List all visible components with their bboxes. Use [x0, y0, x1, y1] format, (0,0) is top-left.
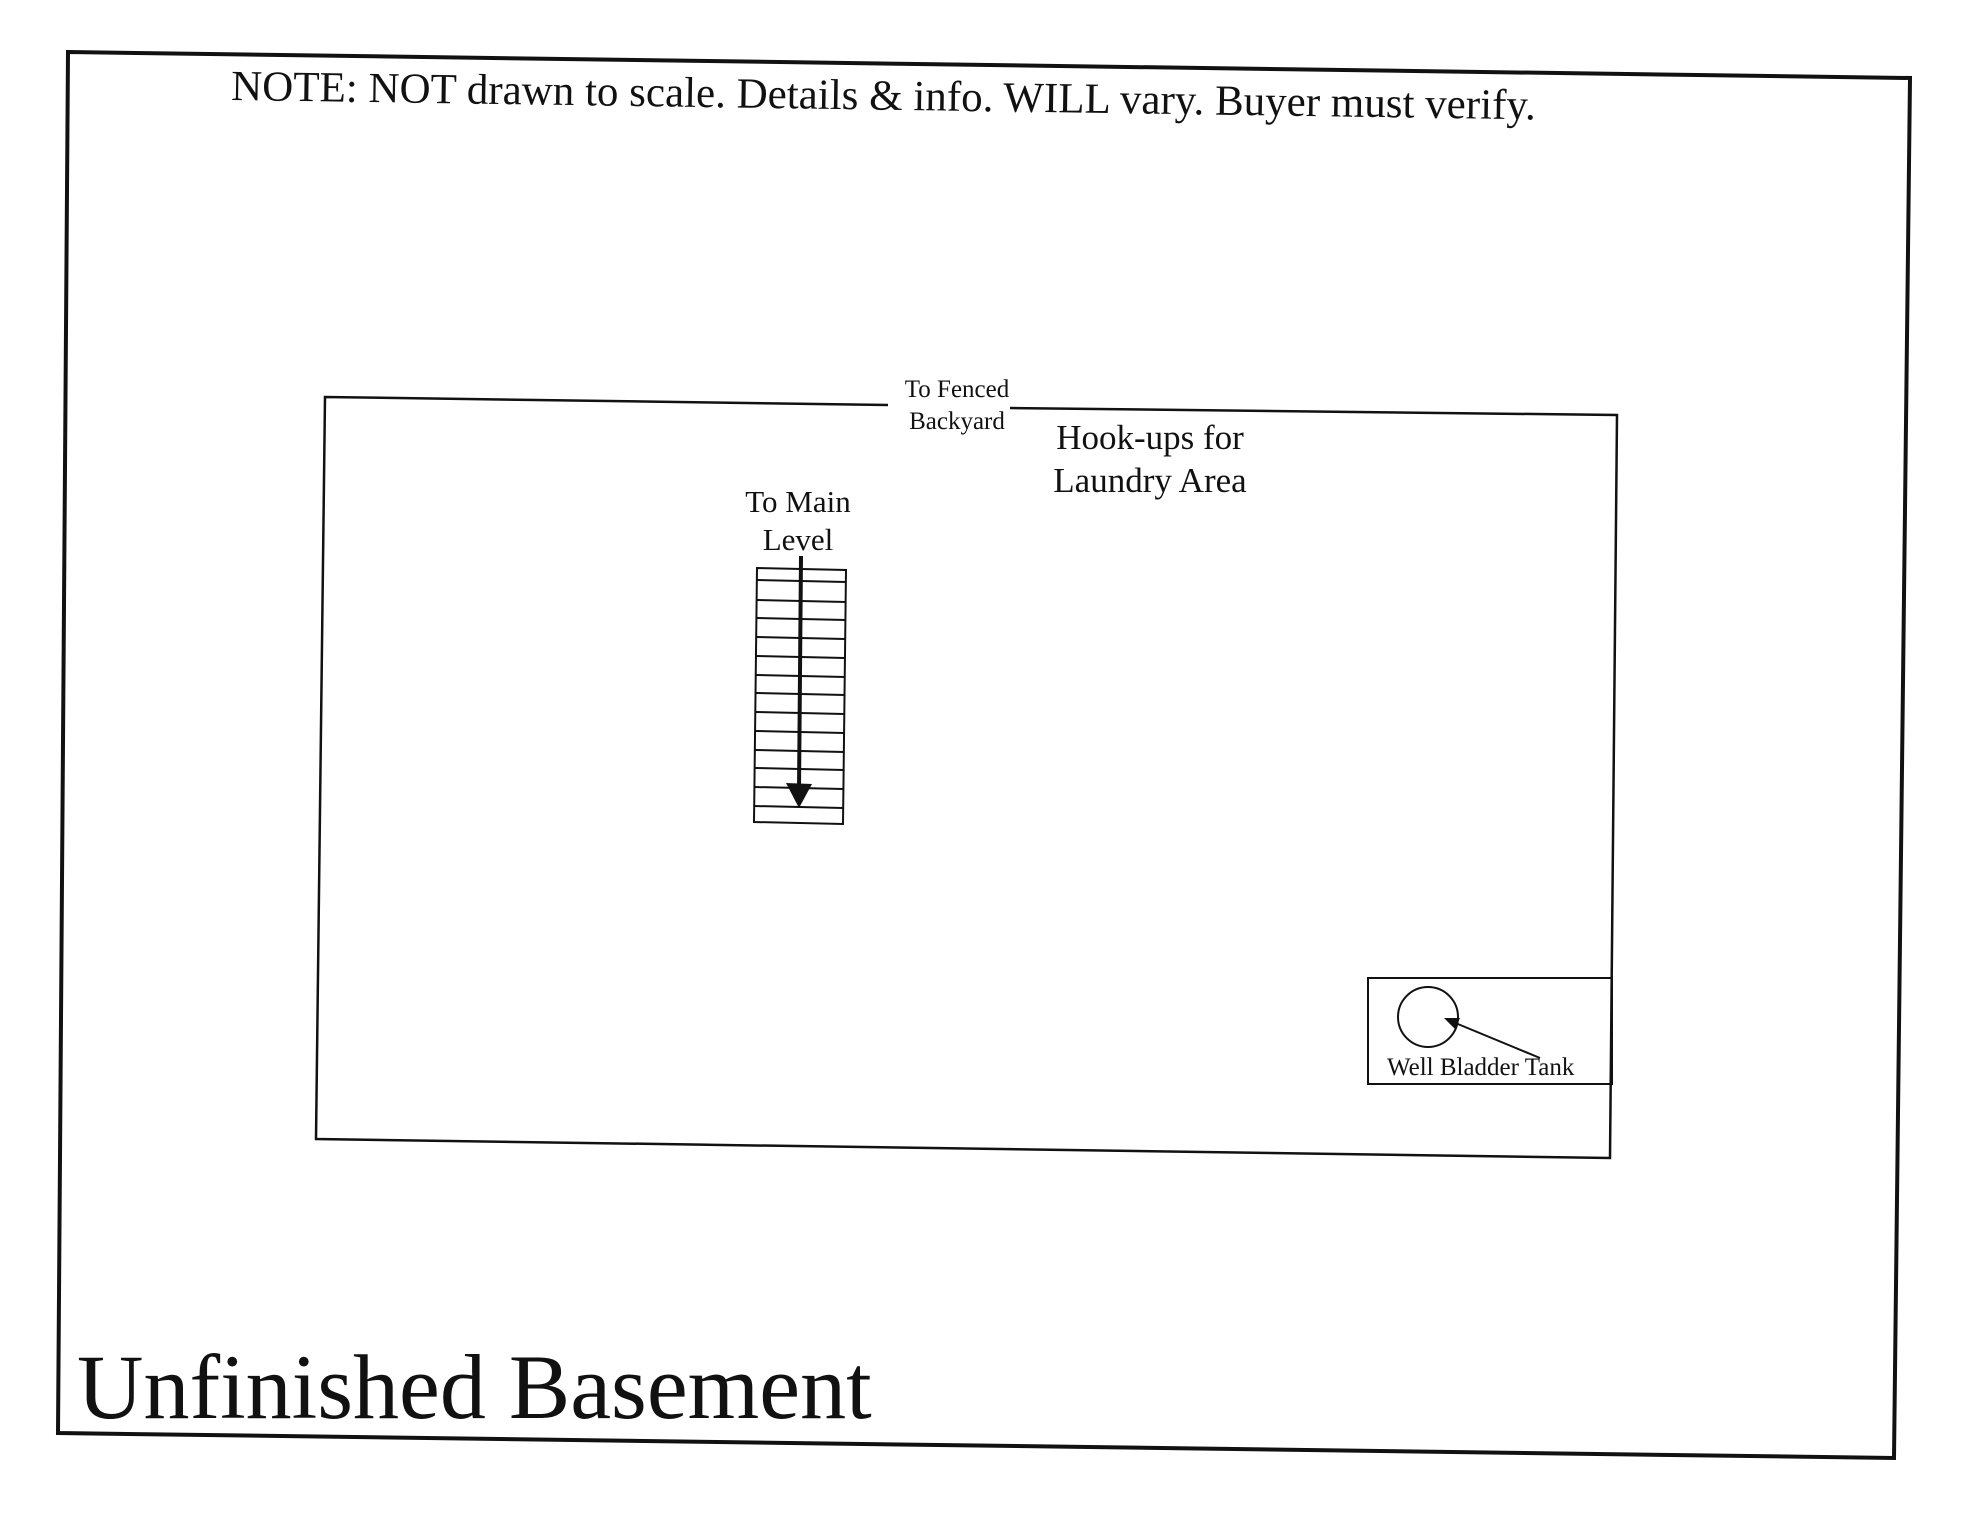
laundry-label-line2: Laundry Area: [1053, 461, 1247, 500]
stair-down-arrow-icon: [786, 555, 812, 808]
door-label-line2: Backyard: [909, 408, 1005, 435]
well-bladder-tank-icon: [1397, 986, 1459, 1048]
tank-pointer-arrow-icon: [1444, 1018, 1541, 1059]
tank-label: Well Bladder Tank: [1387, 1054, 1575, 1081]
basement-wall: [314, 395, 1619, 1160]
disclaimer-note: NOTE: NOT drawn to scale. Details & info…: [231, 63, 1536, 129]
page-border: [55, 49, 1913, 1461]
stairs-label-line2: Level: [763, 522, 834, 557]
stairs-label-line1: To Main: [745, 484, 851, 519]
door-label-line1: To Fenced: [905, 376, 1010, 403]
page-title: Unfinished Basement: [77, 1336, 872, 1438]
laundry-label-line1: Hook-ups for: [1056, 418, 1244, 457]
utility-closet: [1367, 977, 1613, 1085]
